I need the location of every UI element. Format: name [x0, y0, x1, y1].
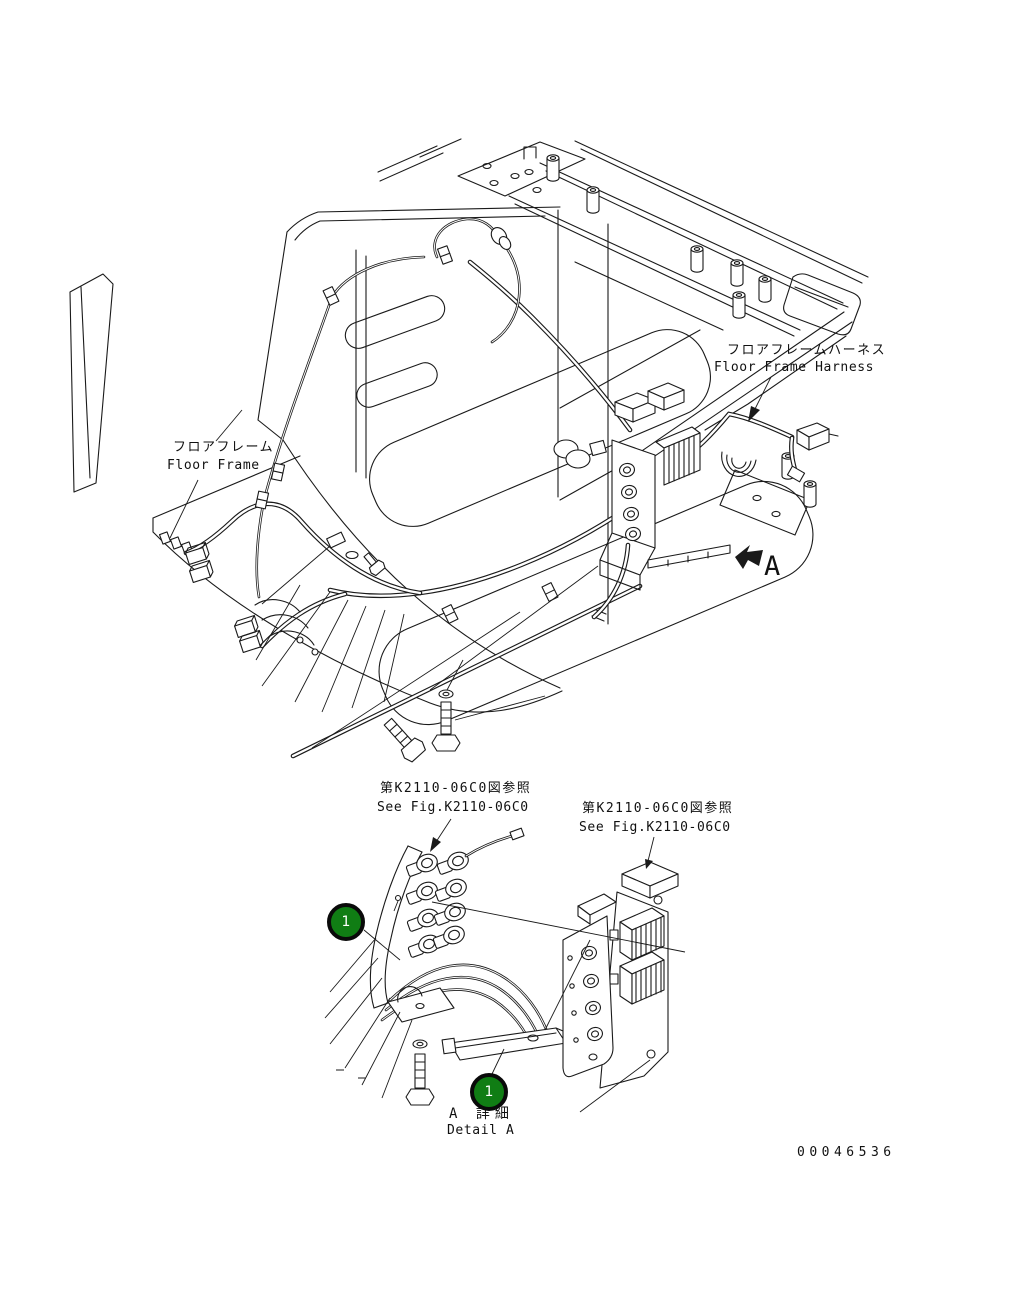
floor-cutouts: [369, 329, 814, 726]
floor-frame-label-jp: フロアフレーム: [173, 440, 275, 455]
see-fig-right-arrow: [645, 836, 655, 869]
see-fig-left-arrow: [430, 818, 452, 852]
detail-a-view: [324, 818, 686, 1113]
part-callout-balloon-upper[interactable]: 1: [327, 903, 365, 941]
see-fig-right-label-en: See Fig.K2110-06C0: [579, 820, 731, 835]
part-callout-number: 1: [484, 1084, 494, 1100]
main-leader-lines: [255, 565, 599, 749]
floor-frame-label-en: Floor Frame: [167, 458, 260, 473]
see-fig-right-label-jp: 第K2110-06C0図参照: [582, 801, 734, 816]
see-fig-left-label-en: See Fig.K2110-06C0: [377, 800, 529, 815]
detail-a-label-en: Detail A: [447, 1123, 515, 1138]
harness-branch-connectors: [183, 531, 346, 656]
floor-frame-harness-label-jp: フロアフレームハーネス: [727, 343, 887, 358]
left-pillar: [69, 273, 114, 493]
main-view-floor-frame: [69, 138, 869, 763]
deck-rails: [377, 138, 869, 536]
connector-plate-assembly: [553, 382, 731, 591]
drawing-number: 00046536: [797, 1145, 896, 1160]
top-plate: [457, 141, 586, 197]
detail-leader-lines: [324, 901, 686, 1113]
part-callout-balloon-lower[interactable]: 1: [470, 1073, 508, 1111]
floor-frame-label-leaders: [169, 409, 243, 539]
view-a-letter: A: [764, 551, 781, 582]
detail-clamp-and-bolt: [387, 986, 455, 1106]
floor-frame-harness-label-en: Floor Frame Harness: [714, 360, 875, 375]
detail-plate-assembly: [562, 861, 679, 1089]
part-callout-number: 1: [341, 914, 351, 930]
harness-label-arrow: [748, 376, 772, 422]
detail-connector-cluster: [369, 827, 525, 1009]
mounting-bolts: [345, 550, 461, 763]
floor-frame-harness-routing: [186, 217, 839, 756]
view-a-arrow-icon: [735, 545, 763, 569]
detail-right-clamp: [441, 1027, 571, 1061]
see-fig-left-label-jp: 第K2110-06C0図参照: [380, 781, 532, 796]
